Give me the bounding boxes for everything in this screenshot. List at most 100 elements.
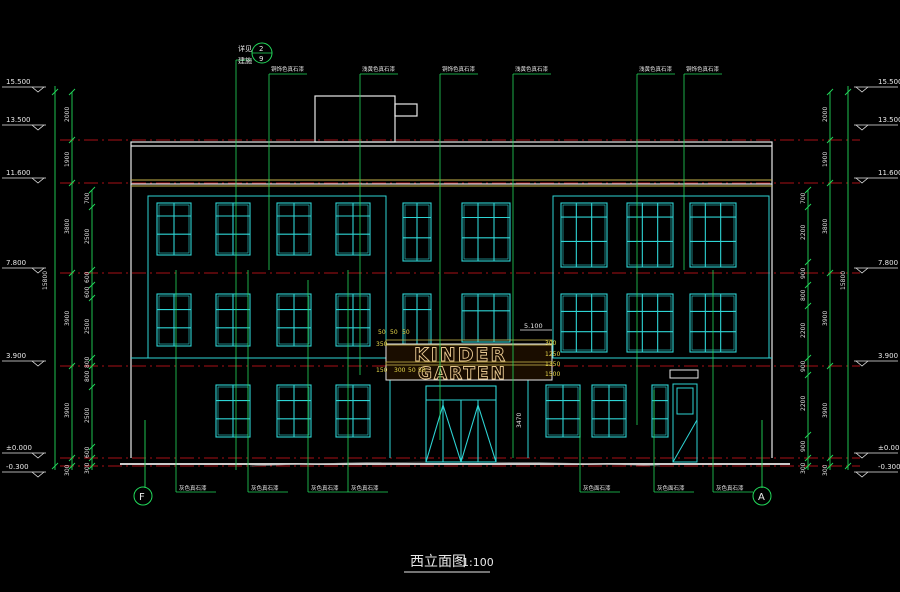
door-dimension: 3470	[516, 413, 523, 428]
dimension-value: 600	[84, 271, 91, 283]
dimension-lines	[54, 86, 849, 488]
window	[215, 202, 251, 256]
dimension-value: 2500	[84, 229, 91, 244]
dimension-value: 3900	[64, 311, 71, 326]
dimension-value: 600	[84, 286, 91, 298]
canopy-dim: 300	[394, 367, 406, 374]
dimension-value: 900	[800, 360, 807, 372]
grid-label-left: F	[139, 492, 145, 503]
material-label: 灰色真石漆	[351, 484, 379, 492]
window	[651, 384, 669, 438]
canopy-dim: 50	[390, 329, 398, 336]
level-marker: 13.500	[854, 116, 900, 131]
level-value: 7.800	[878, 259, 898, 267]
window	[461, 202, 511, 262]
material-label: 浅黄色真石漆	[639, 65, 673, 73]
canopy-level: 5.100	[524, 322, 543, 330]
level-marker: 3.900	[2, 352, 46, 367]
level-marker: ±0.000	[2, 444, 46, 459]
dimension-value: 2200	[800, 225, 807, 240]
canopy-dim: 50	[418, 367, 426, 374]
grid-label-right: A	[758, 492, 765, 503]
material-labels-top: 铜饰色真石漆浅黄色真石漆铜饰色真石漆浅黄色真石漆浅黄色真石漆铜饰色真石漆	[271, 65, 720, 73]
building-outline	[130, 95, 773, 458]
dimension-value: 2200	[800, 323, 807, 338]
level-value: 15.500	[6, 78, 31, 86]
dimension-value: 900	[800, 440, 807, 452]
dimension-value: 800	[800, 289, 807, 301]
level-value: ±0.000	[6, 444, 32, 452]
level-marker: ±0.000	[854, 444, 900, 459]
material-label: 灰色真石漆	[716, 484, 744, 492]
dimension-value: 2500	[84, 408, 91, 423]
detail-callout	[235, 42, 273, 470]
material-label: 灰色面石漆	[657, 484, 685, 492]
window	[215, 293, 251, 347]
level-value: 13.500	[878, 116, 900, 124]
level-markers-right: 15.500 13.500 11.600 7.800 3.900 ±0.000 -0.300	[854, 78, 900, 478]
level-marker: 7.800	[2, 259, 46, 274]
dimension-value: 3900	[822, 403, 829, 418]
canopy-dim: 50	[402, 329, 410, 336]
window	[626, 202, 674, 268]
dimension-value: 900	[800, 267, 807, 279]
entrance-door	[425, 385, 497, 463]
dimension-value: 800	[84, 370, 91, 382]
level-value: 3.900	[6, 352, 26, 360]
window	[461, 293, 511, 343]
canopy-dim: 150	[376, 367, 388, 374]
window	[335, 293, 371, 347]
total-height-left: 15800	[42, 271, 49, 290]
level-marker: 11.600	[854, 169, 900, 184]
window	[276, 384, 312, 438]
dimension-value: 1900	[64, 152, 71, 167]
material-label: 灰色真石漆	[311, 484, 339, 492]
level-marker: 15.500	[2, 78, 46, 93]
dimension-ticks	[51, 88, 852, 470]
dimension-value: 3900	[64, 403, 71, 418]
dimension-value: 800	[84, 356, 91, 368]
dimension-value: 2000	[64, 107, 71, 122]
material-label: 灰色面石漆	[583, 484, 611, 492]
level-marker: 7.800	[854, 259, 898, 274]
dimension-value: 300	[800, 462, 807, 474]
sign-line-1: KINDER	[414, 344, 507, 366]
window	[156, 202, 192, 256]
drawing-scale: 1:100	[462, 556, 494, 569]
material-label: 铜饰色真石漆	[686, 65, 720, 73]
window	[591, 384, 627, 438]
window	[276, 293, 312, 347]
level-marker: 13.500	[2, 116, 46, 131]
canopy-dim: 1500	[545, 371, 560, 378]
window	[626, 293, 674, 353]
window	[335, 384, 371, 438]
facade-panels	[131, 195, 772, 458]
side-door	[669, 369, 699, 463]
canopy-dim: 50	[378, 329, 386, 336]
material-label: 铜饰色真石漆	[271, 65, 305, 73]
window	[560, 202, 608, 268]
facade-bands	[131, 179, 772, 187]
level-marker: -0.300	[854, 463, 900, 478]
dimension-value: 600	[84, 446, 91, 458]
level-value: -0.300	[878, 463, 900, 471]
callout-label-top: 详见	[238, 44, 252, 53]
material-label: 灰色真石漆	[251, 484, 279, 492]
material-label: 浅黄色真石漆	[362, 65, 396, 73]
dimension-value: 1900	[822, 152, 829, 167]
dimension-value: 3800	[64, 219, 71, 234]
canopy-dim: 50	[408, 367, 416, 374]
canopy-dim: 350	[376, 341, 388, 348]
callout-sheet: 9	[259, 55, 263, 63]
window	[560, 293, 608, 353]
level-marker: 15.500	[854, 78, 900, 93]
level-marker: 3.900	[854, 352, 898, 367]
window	[402, 202, 432, 262]
dimension-value: 3900	[822, 311, 829, 326]
canopy-dim: 1350	[545, 361, 560, 368]
dimension-value: 300	[822, 464, 829, 476]
level-marker: 11.600	[2, 169, 46, 184]
